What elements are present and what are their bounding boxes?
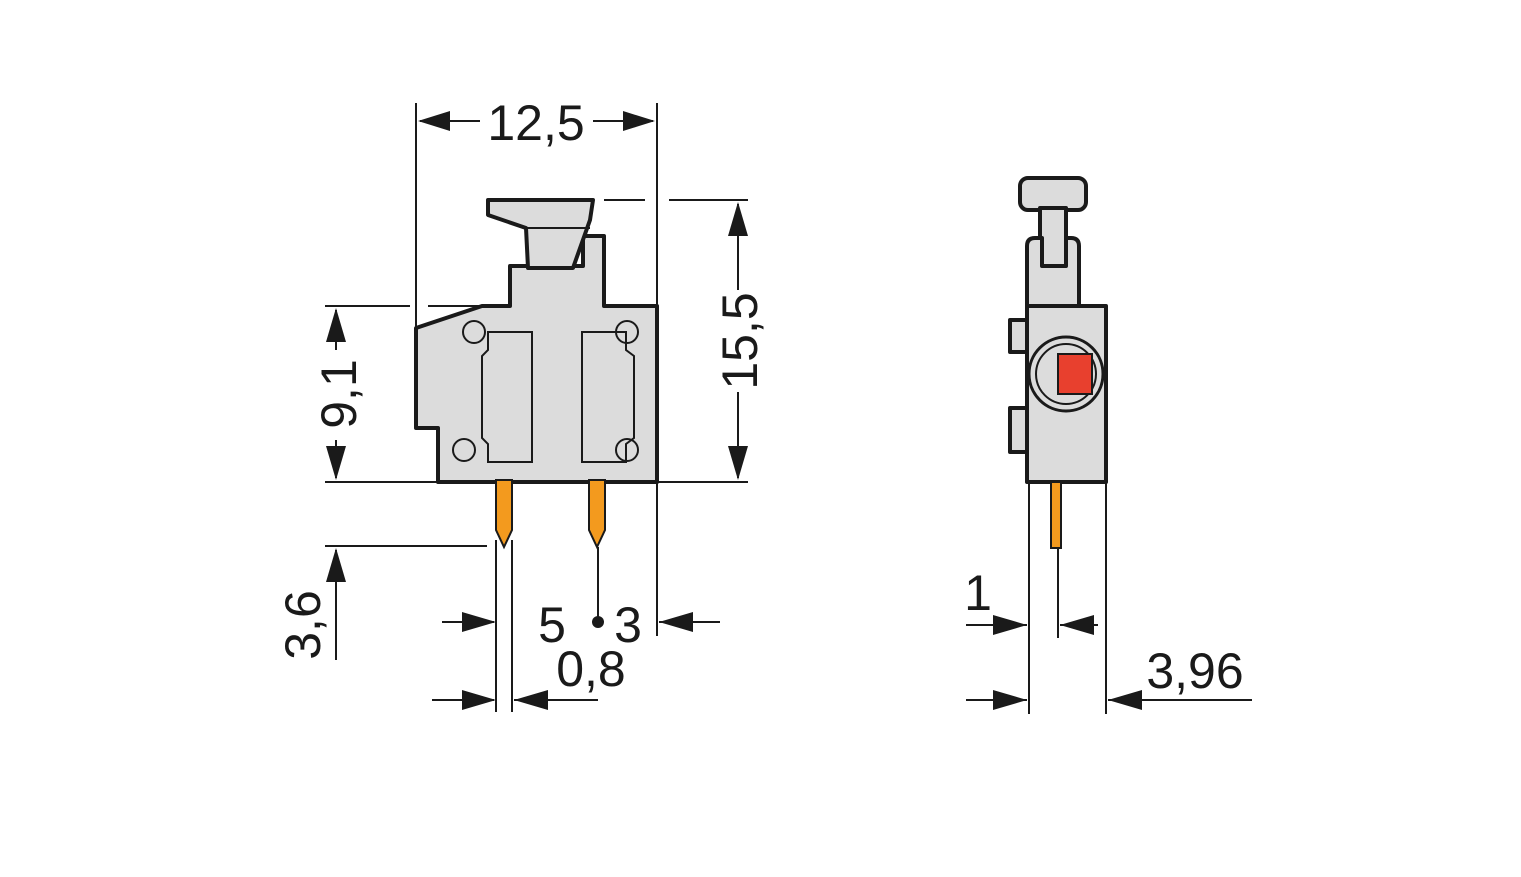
push-button-lever bbox=[486, 198, 595, 270]
side-solder-pin bbox=[1050, 481, 1062, 549]
mounting-hole-top-left bbox=[462, 320, 486, 344]
pin-length-label: 3,6 bbox=[275, 590, 331, 660]
height-dimension: 15,5 bbox=[712, 202, 768, 480]
height-label: 15,5 bbox=[712, 292, 768, 389]
pin-offset-label: 1 bbox=[964, 565, 992, 621]
upper-height-label: 9,1 bbox=[311, 359, 367, 429]
side-upper-housing bbox=[1025, 236, 1081, 308]
side-button-cap bbox=[1018, 176, 1088, 212]
pitch-dimension: 5 3 bbox=[442, 597, 720, 653]
solder-pin-left bbox=[495, 479, 513, 550]
housing-body bbox=[414, 234, 659, 484]
wire-entry-slot-right bbox=[581, 331, 635, 463]
depth-label: 3,96 bbox=[1146, 643, 1243, 699]
pitch-right-label: 3 bbox=[614, 597, 642, 653]
mounting-hole-bottom-left bbox=[452, 438, 476, 462]
pin-length-dimension: 3,6 bbox=[275, 548, 346, 660]
front-view: 12,5 15,5 bbox=[275, 95, 768, 712]
indicator-ring-outer bbox=[1027, 335, 1105, 413]
solder-pin-right bbox=[588, 479, 606, 550]
depth-dimension: 3,96 bbox=[966, 643, 1252, 710]
release-indicator bbox=[1057, 353, 1093, 395]
pin-width-label: 0,8 bbox=[556, 641, 626, 697]
pin-offset-dimension: 1 bbox=[964, 565, 1098, 635]
width-dimension: 12,5 bbox=[418, 95, 655, 151]
pin-width-dimension: 0,8 bbox=[432, 641, 626, 710]
side-view: 1 3,96 bbox=[964, 176, 1252, 714]
upper-height-dimension: 9,1 bbox=[311, 308, 367, 480]
width-label: 12,5 bbox=[487, 95, 584, 151]
wire-entry-slot-left bbox=[481, 331, 533, 463]
pitch-left-label: 5 bbox=[538, 597, 566, 653]
pitch-center-dot bbox=[592, 616, 604, 628]
